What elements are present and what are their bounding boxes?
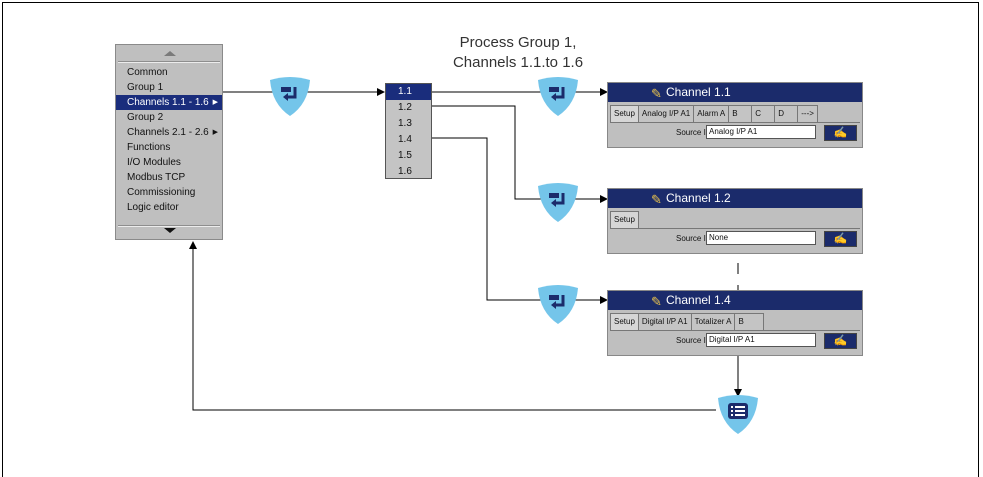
menu-item-label: Logic editor	[127, 202, 179, 213]
source-id-field[interactable]: Digital I/P A1	[706, 333, 816, 347]
source-id-label: Source ID	[676, 336, 712, 345]
enter-key-icon[interactable]	[536, 282, 580, 326]
menu-item-group-1[interactable]: Group 1	[116, 80, 222, 95]
tab-alarm-c[interactable]: C	[751, 105, 776, 122]
submenu-arrow-icon: ▶	[212, 129, 218, 136]
window-title-bar: ✎ Channel 1.4	[608, 291, 862, 310]
edit-icon[interactable]: ✍	[824, 125, 857, 141]
tab-underline	[610, 228, 860, 229]
menu-item-logic-editor[interactable]: Logic editor	[116, 200, 222, 215]
window-title: Channel 1.4	[666, 293, 731, 307]
tab-alarm-b[interactable]: B	[728, 105, 753, 122]
tab-bar: Setup	[610, 211, 639, 229]
arrow-return-to-menu	[189, 241, 716, 411]
channel-1-4-window: ✎ Channel 1.4 Setup Digital I/P A1 Total…	[607, 290, 863, 356]
arrow-to-channel-1-4	[432, 137, 608, 304]
source-id-field[interactable]: None	[706, 231, 816, 245]
source-id-label: Source ID	[676, 234, 712, 243]
main-menu-panel: Common Group 1 Channels 1.1 - 1.6▶ Group…	[115, 44, 223, 240]
arrow-to-channel-1-2	[432, 105, 608, 203]
enter-key-icon[interactable]	[536, 180, 580, 224]
tab-alarm-d[interactable]: D	[774, 105, 799, 122]
tab-setup[interactable]: Setup	[610, 313, 639, 331]
diagram-title: Process Group 1, Channels 1.1.to 1.6	[400, 33, 636, 73]
menu-items: Common Group 1 Channels 1.1 - 1.6▶ Group…	[116, 65, 222, 215]
channel-item-1-3[interactable]: 1.3	[398, 118, 412, 129]
tab-totalizer-b[interactable]: B	[734, 313, 765, 330]
menu-item-functions[interactable]: Functions	[116, 140, 222, 155]
source-id-label: Source ID	[676, 128, 712, 137]
source-id-field[interactable]: Analog I/P A1	[706, 125, 816, 139]
tab-bar: Setup Analog I/P A1 Alarm A B C D --->	[610, 105, 818, 123]
channel-1-2-window: ✎ Channel 1.2 Setup Source ID None ✍	[607, 188, 863, 254]
menu-item-label: Group 2	[127, 112, 164, 123]
tab-underline	[610, 122, 860, 123]
channel-1-1-window: ✎ Channel 1.1 Setup Analog I/P A1 Alarm …	[607, 82, 863, 148]
tab-digital-ip-a1[interactable]: Digital I/P A1	[637, 313, 692, 330]
window-title-bar: ✎ Channel 1.2	[608, 189, 862, 208]
channel-item-1-6[interactable]: 1.6	[398, 166, 412, 177]
window-title-bar: ✎ Channel 1.1	[608, 83, 862, 102]
menu-item-io-modules[interactable]: I/O Modules	[116, 155, 222, 170]
menu-item-group-2[interactable]: Group 2	[116, 110, 222, 125]
menu-item-label: Channels 2.1 - 2.6	[127, 127, 209, 138]
menu-item-commissioning[interactable]: Commissioning	[116, 185, 222, 200]
menu-item-modbus-tcp[interactable]: Modbus TCP	[116, 170, 222, 185]
tab-setup[interactable]: Setup	[610, 105, 639, 123]
title-line-1: Process Group 1,	[459, 34, 577, 51]
pen-icon: ✎	[651, 192, 662, 207]
submenu-arrow-icon: ▶	[212, 99, 218, 106]
menu-item-label: I/O Modules	[127, 157, 181, 168]
menu-key-icon[interactable]	[716, 392, 760, 436]
menu-item-label: Commissioning	[127, 187, 196, 198]
menu-item-label: Group 1	[127, 82, 164, 93]
channel-list: 1.1 1.2 1.3 1.4 1.5 1.6	[385, 83, 432, 179]
menu-item-label: Common	[127, 67, 168, 78]
pen-icon: ✎	[651, 86, 662, 101]
menu-divider-bottom	[118, 225, 220, 227]
channel-item-1-1[interactable]: 1.1	[386, 84, 431, 100]
enter-key-icon[interactable]	[268, 74, 312, 118]
menu-divider-top	[118, 61, 220, 63]
tab-alarm-a[interactable]: Alarm A	[693, 105, 730, 122]
tab-underline	[610, 330, 860, 331]
menu-item-channels-1[interactable]: Channels 1.1 - 1.6▶	[116, 95, 222, 110]
tab-analog-ip-a1[interactable]: Analog I/P A1	[637, 105, 695, 122]
edit-icon[interactable]: ✍	[824, 333, 857, 349]
window-title: Channel 1.1	[666, 85, 731, 99]
scroll-up-icon[interactable]	[116, 49, 222, 59]
channel-item-1-5[interactable]: 1.5	[398, 150, 412, 161]
scroll-down-icon[interactable]	[116, 226, 222, 236]
window-title: Channel 1.2	[666, 191, 731, 205]
menu-item-label: Channels 1.1 - 1.6	[127, 97, 209, 108]
tab-more[interactable]: --->	[797, 105, 818, 122]
tab-bar: Setup Digital I/P A1 Totalizer A B	[610, 313, 765, 331]
enter-key-icon[interactable]	[536, 74, 580, 118]
menu-item-channels-2[interactable]: Channels 2.1 - 2.6▶	[116, 125, 222, 140]
tab-setup[interactable]: Setup	[610, 211, 639, 229]
menu-item-common[interactable]: Common	[116, 65, 222, 80]
menu-item-label: Modbus TCP	[127, 172, 186, 183]
pen-icon: ✎	[651, 294, 662, 309]
title-line-2: Channels 1.1.to 1.6	[452, 54, 584, 71]
tab-totalizer-a[interactable]: Totalizer A	[690, 313, 736, 330]
channel-item-1-4[interactable]: 1.4	[398, 134, 412, 145]
edit-icon[interactable]: ✍	[824, 231, 857, 247]
channel-item-1-2[interactable]: 1.2	[398, 102, 412, 113]
menu-item-label: Functions	[127, 142, 171, 153]
